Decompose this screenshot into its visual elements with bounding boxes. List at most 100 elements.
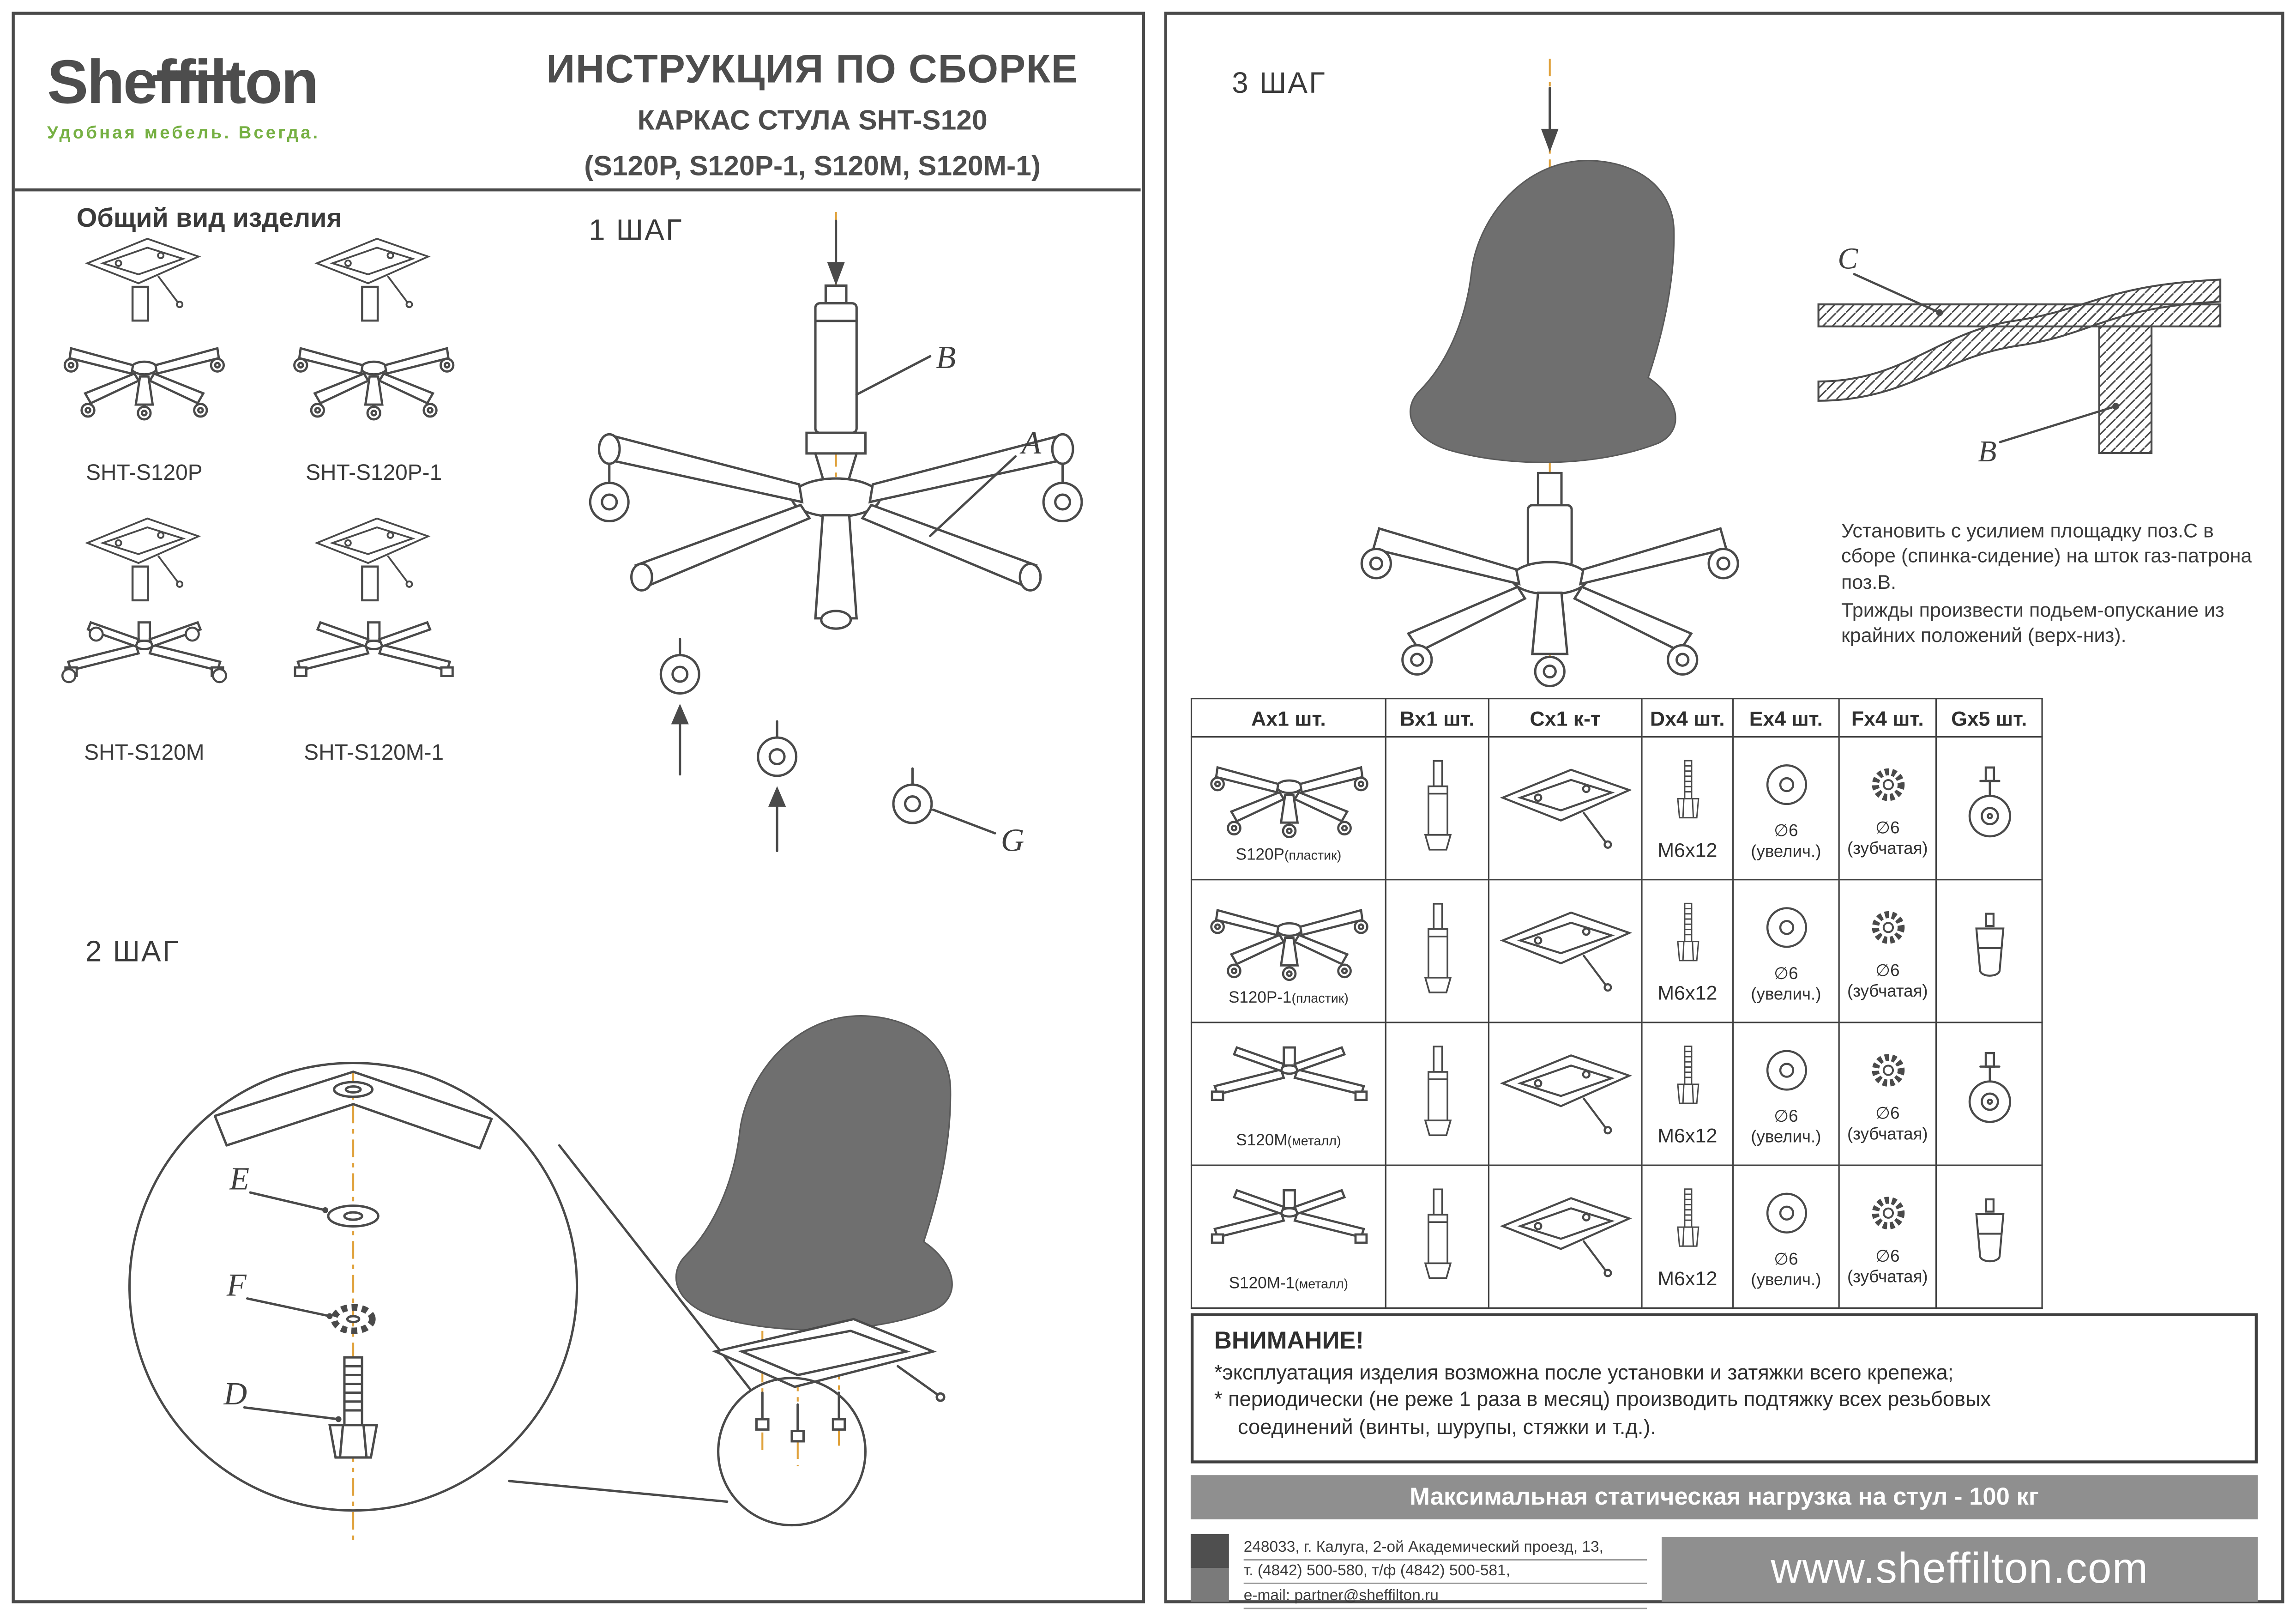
callout-e: E (229, 1161, 249, 1197)
chair-base-drawing (264, 517, 484, 730)
cross-base-icon (1202, 1037, 1375, 1125)
col-header-e: Ex4 шт. (1732, 698, 1840, 738)
model-label: SHT-S120P-1 (306, 460, 442, 486)
five-star-base-icon (1202, 894, 1375, 982)
seat-plate-icon (1493, 1045, 1637, 1136)
callout-d: D (223, 1376, 247, 1412)
parts-row-s120m-1: S120M-1(металл) M6x12 ∅6(увелич.) ∅6(зуб… (1190, 1164, 2043, 1309)
cell-gaslift (1385, 1022, 1490, 1166)
seat-plate-icon (1493, 902, 1637, 993)
chair-base-drawing (264, 238, 484, 450)
cross-base-icon (1202, 1179, 1375, 1268)
model-label: S120P (1235, 847, 1284, 865)
material-label: (пластик) (1291, 991, 1349, 1006)
cell-foot (1935, 1164, 2043, 1309)
seat-shell-drawing (1409, 159, 1677, 464)
tooth-dia-label: ∅6 (1875, 1106, 1900, 1124)
parts-table-header-row: Ax1 шт. Bx1 шт. Cx1 к-т Dx4 шт. Ex4 шт. … (1190, 698, 2043, 738)
tooth-note-label: (зубчатая) (1847, 1268, 1928, 1286)
tooth-washer-icon (1860, 757, 1916, 813)
warning-line-2: * периодически (не реже 1 раза в месяц) … (1214, 1389, 1991, 1413)
washer-dia-label: ∅6 (1774, 1109, 1798, 1127)
logo-ligature-bar (153, 75, 236, 81)
brand-tagline: Удобная мебель. Всегда. (47, 122, 320, 143)
instruction-paragraph: Трижды произвести подьем-опускание из кр… (1841, 599, 2224, 647)
cell-bolt: M6x12 (1641, 736, 1734, 881)
model-label: S120P-1 (1228, 989, 1292, 1008)
step3-section-drawing: C B (1817, 242, 2222, 468)
washer-icon (1755, 897, 1817, 959)
detail-circle-small (717, 1377, 867, 1527)
website-banner: www.sheffilton.com (1662, 1537, 2258, 1602)
overview-figure-s120p-1: SHT-S120P-1 (262, 230, 486, 486)
cell-washer: ∅6 (увелич.) (1732, 736, 1840, 881)
tooth-washer-icon (1860, 1186, 1916, 1241)
seat-plate-section (1817, 278, 2222, 402)
chair-base-drawing (34, 238, 254, 450)
bolt-icon (1668, 897, 1706, 976)
bolt-size-label: M6x12 (1657, 1125, 1717, 1147)
callout-a: A (1019, 425, 1042, 461)
washer-note-label: (увелич.) (1751, 986, 1821, 1004)
cell-base: S120M(металл) (1190, 1022, 1386, 1166)
address-line-1: 248033, г. Калуга, 2-ой Академический пр… (1243, 1536, 1647, 1560)
warning-box: ВНИМАНИЕ! *эксплуатация изделия возможна… (1190, 1313, 2258, 1464)
bolt-size-label: M6x12 (1657, 839, 1717, 862)
seat-shell-drawing (675, 1015, 953, 1331)
washer-note-label: (увелич.) (1751, 1271, 1821, 1289)
caster-icon (1957, 762, 2021, 847)
bolt-icon (1668, 1040, 1706, 1119)
max-load-banner: Максимальная статическая нагрузка на сту… (1190, 1475, 2258, 1519)
cell-toothwasher: ∅6(зубчатая) (1838, 736, 1937, 881)
material-label: (металл) (1295, 1276, 1349, 1292)
step3-chair-drawing (1360, 59, 1739, 688)
address-line-3: e-mail: partner@sheffilton.ru (1243, 1584, 1647, 1609)
washer-dia-label: ∅6 (1774, 966, 1798, 984)
callout-b: B (936, 340, 956, 375)
cell-foot (1935, 736, 2043, 881)
cell-bolt: M6x12 (1641, 1164, 1734, 1309)
washer-note-label: (увелич.) (1751, 843, 1821, 861)
model-label: S120M-1 (1229, 1275, 1295, 1293)
warning-line-3: соединений (винты, шурупы, стяжки и т.д.… (1237, 1416, 1657, 1440)
model-label: SHT-S120P (86, 460, 203, 486)
parts-row-s120p: S120P(пластик) M6x12 ∅6 (увелич.) ∅6(зубч… (1190, 736, 2043, 881)
step3-label: 3 ШАГ (1232, 67, 1326, 100)
callout-g: G (1001, 823, 1024, 859)
insert-arrow-up-icon (768, 786, 786, 807)
page-right: 3 ШАГ C B (1164, 12, 2284, 1609)
material-label: (пластик) (1284, 848, 1342, 863)
bolt-size-label: M6x12 (1657, 982, 1717, 1004)
washer-dia-label: ∅6 (1774, 1252, 1798, 1270)
warning-line-1: *эксплуатация изделия возможна после уст… (1214, 1361, 1954, 1385)
brand-logo: Sheffilton Удобная мебель. Всегда. (47, 49, 386, 143)
step2-label: 2 ШАГ (85, 936, 180, 969)
tooth-washer-icon (1860, 900, 1916, 956)
col-header-d: Dx4 шт. (1641, 698, 1734, 738)
page-subtitle-2: (S120P, S120P-1, S120M, S120M-1) (584, 151, 1041, 183)
title-block: ИНСТРУКЦИЯ ПО СБОРКЕ КАРКАС СТУЛА SHT-S1… (500, 47, 1125, 184)
parts-row-s120m: S120M(металл) M6x12 ∅6(увелич.) ∅6(зубча… (1190, 1022, 2043, 1166)
detail-circle (128, 1062, 579, 1512)
washer-icon (1755, 1040, 1817, 1101)
step1-drawing: B A G (589, 212, 1083, 859)
callout-f: F (226, 1267, 247, 1303)
warning-heading: ВНИМАНИЕ! (1214, 1328, 1364, 1355)
cell-foot (1935, 879, 2043, 1023)
page-left: Sheffilton Удобная мебель. Всегда. ИНСТР… (12, 12, 1145, 1603)
cell-toothwasher: ∅6(зубчатая) (1838, 879, 1937, 1023)
bolt-size-label: M6x12 (1657, 1267, 1717, 1290)
tooth-dia-label: ∅6 (1875, 963, 1900, 981)
col-header-b: Bx1 шт. (1385, 698, 1490, 738)
page-title: ИНСТРУКЦИЯ ПО СБОРКЕ (546, 47, 1079, 91)
cell-bolt: M6x12 (1641, 879, 1734, 1023)
cell-gaslift (1385, 1164, 1490, 1309)
cell-bolt: M6x12 (1641, 1022, 1734, 1166)
footer-color-block-dark (1190, 1534, 1229, 1568)
cell-plate (1488, 1164, 1643, 1309)
col-header-f: Fx4 шт. (1838, 698, 1937, 738)
washer-dia-label: ∅6 (1774, 823, 1798, 841)
step1-label: 1 ШАГ (589, 215, 683, 248)
cell-base: S120P-1(пластик) (1190, 879, 1386, 1023)
